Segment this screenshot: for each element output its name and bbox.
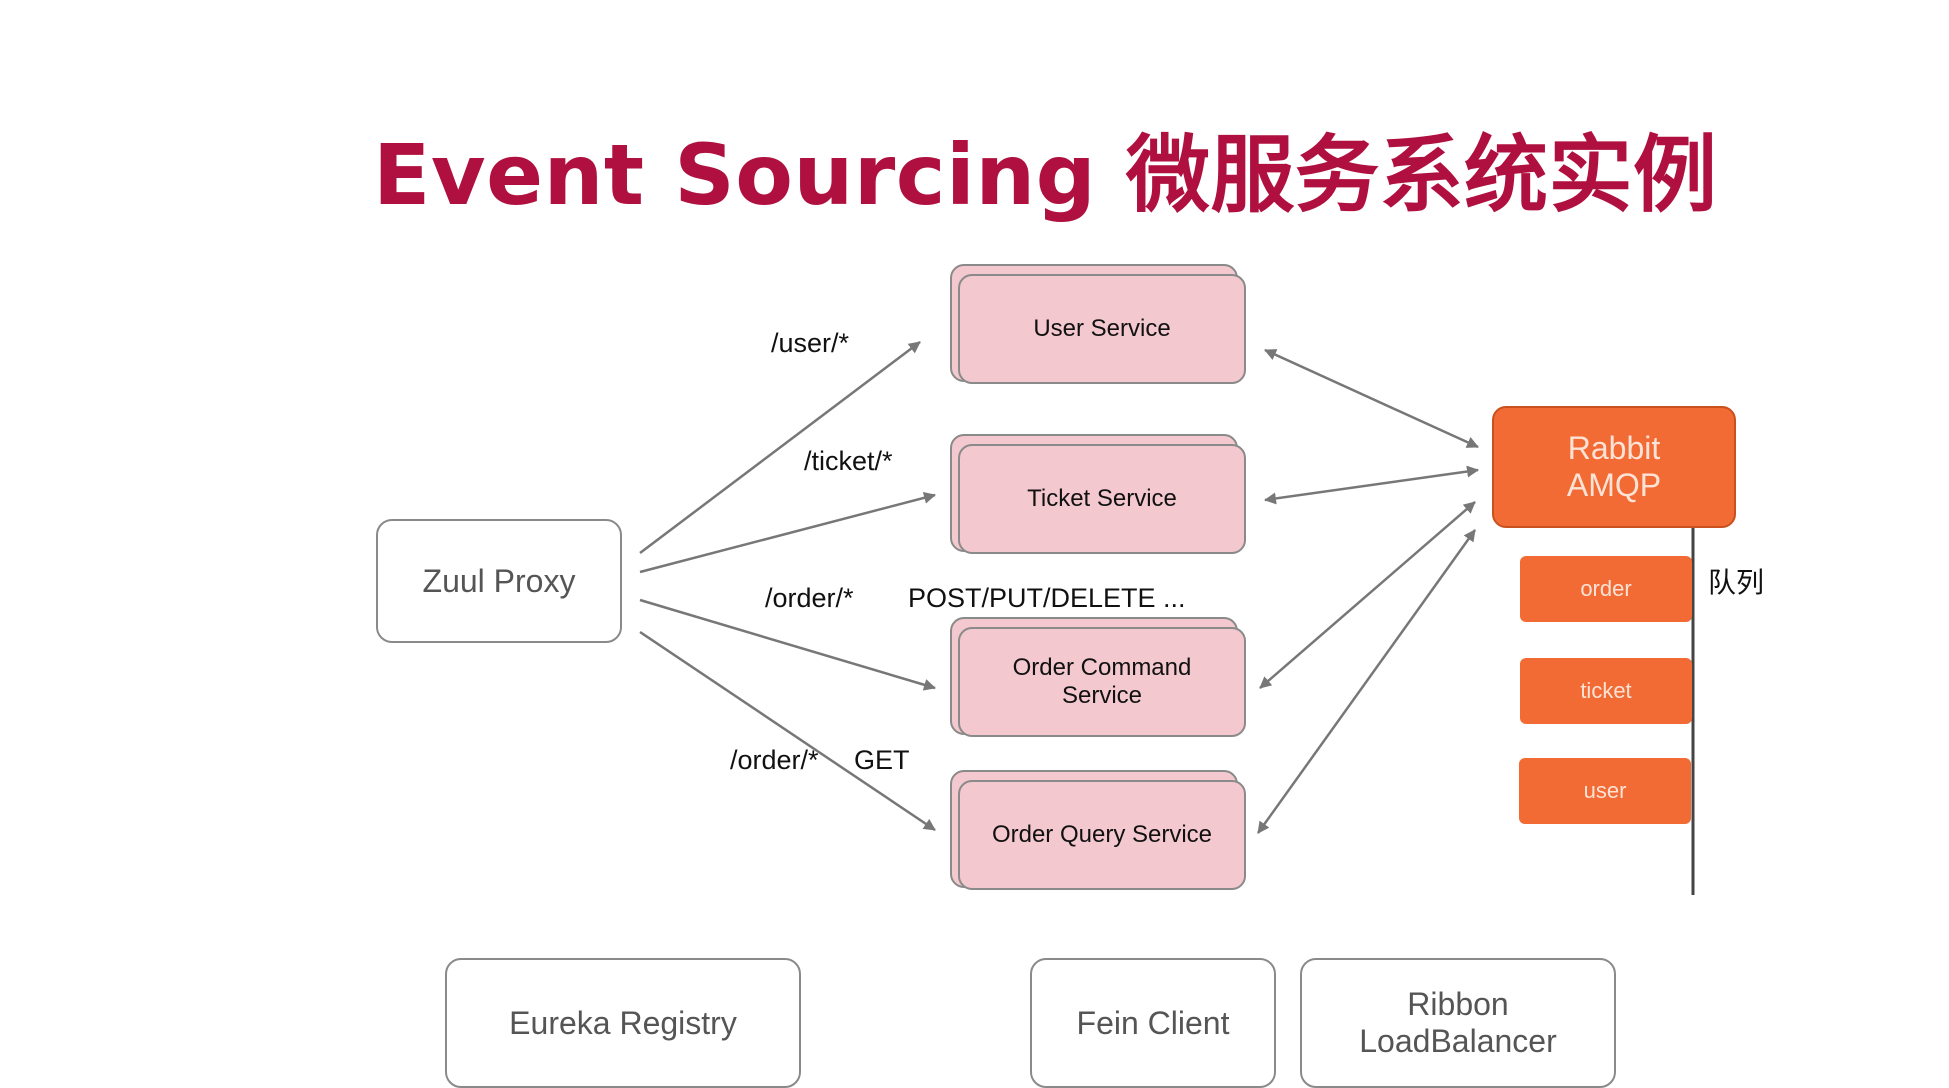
user-service-box: User Service	[958, 274, 1246, 384]
order-command-service-label-line2: Service	[1061, 682, 1143, 709]
page-title: Event Sourcing 微服务系统实例	[373, 126, 1718, 224]
ticket-service-label: Ticket Service	[1027, 485, 1177, 513]
eureka-registry-label: Eureka Registry	[509, 1004, 737, 1041]
ribbon-label-line1: Ribbon	[1407, 986, 1509, 1023]
route-label-order: /order/*	[765, 583, 854, 613]
order-query-service-label: Order Query Service	[991, 821, 1213, 849]
ribbon-label-line2: LoadBalancer	[1359, 1023, 1557, 1059]
queue-group-label: 队列	[1708, 566, 1765, 599]
queue-ticket: ticket	[1520, 658, 1692, 724]
route-label-order-methods: POST/PUT/DELETE ...	[908, 583, 1186, 613]
arrow-zuul-to-user	[639, 341, 921, 554]
arrow-order-command-rabbit	[1259, 501, 1476, 689]
arrow-ticket-rabbit	[1264, 465, 1479, 505]
order-command-service-label-line1: Order Command	[1012, 654, 1192, 682]
zuul-proxy-label: Zuul Proxy	[422, 562, 576, 599]
route-label-order-get-path: /order/*	[730, 745, 819, 775]
rabbit-amqp-label-line2: AMQP	[1566, 467, 1662, 503]
route-label-user: /user/*	[771, 328, 850, 358]
zuul-proxy-box: Zuul Proxy	[376, 519, 622, 643]
ticket-service-box: Ticket Service	[958, 444, 1246, 554]
queue-order-label: order	[1580, 576, 1632, 601]
arrow-user-rabbit	[1264, 348, 1479, 449]
arrow-zuul-to-order-query	[639, 630, 936, 832]
rabbit-amqp-label-line1: Rabbit	[1567, 430, 1661, 467]
arrow-order-query-rabbit	[1256, 529, 1477, 834]
fein-client-label: Fein Client	[1076, 1004, 1230, 1041]
fein-client-box: Fein Client	[1030, 958, 1276, 1088]
queue-ticket-label: ticket	[1580, 678, 1632, 703]
arrow-zuul-to-order-command	[639, 598, 936, 691]
queue-order: order	[1520, 556, 1692, 622]
queue-user: user	[1519, 758, 1691, 824]
user-service-label: User Service	[1033, 315, 1171, 343]
rabbit-amqp-box: Rabbit AMQP	[1492, 406, 1736, 528]
ribbon-loadbalancer-box: Ribbon LoadBalancer	[1300, 958, 1616, 1088]
order-command-service-box: Order Command Service	[958, 627, 1246, 737]
route-label-ticket: /ticket/*	[804, 446, 893, 476]
order-query-service-box: Order Query Service	[958, 780, 1246, 890]
route-label-order-get-method: GET	[854, 745, 910, 775]
queue-user-label: user	[1583, 778, 1627, 803]
eureka-registry-box: Eureka Registry	[445, 958, 801, 1088]
arrow-zuul-to-ticket	[639, 491, 936, 574]
